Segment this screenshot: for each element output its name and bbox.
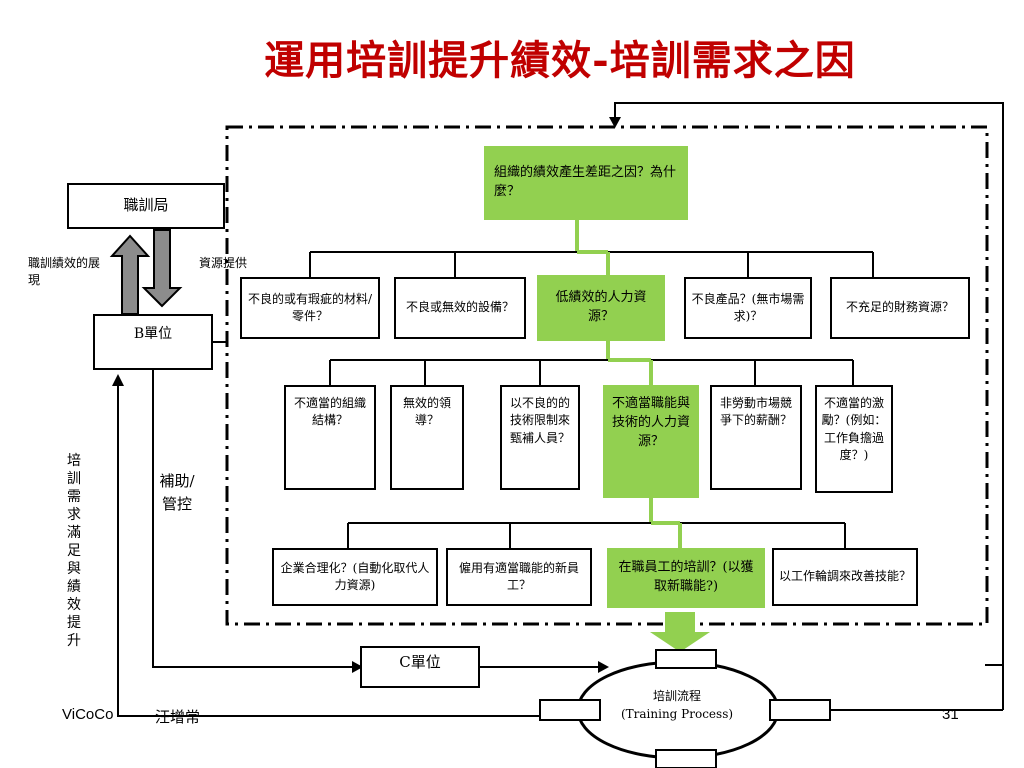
green-arrow-body	[665, 612, 695, 634]
level2-box-leadership: 無效的領導？	[390, 385, 464, 490]
footer-page: 31	[942, 706, 959, 723]
label-assist: 補助/管控	[159, 472, 195, 513]
level3-box-automation: 企業合理化？(自動化取代人力資源)	[272, 548, 438, 606]
level2-box-motivation: 不適當的激勵？(例如：工作負擔過度？)	[815, 385, 893, 493]
process-right-port	[769, 699, 831, 721]
label-resource: 資源提供	[199, 256, 248, 270]
down-gray-arrow	[141, 229, 183, 308]
dashed-frame	[225, 125, 989, 626]
up-gray-arrow	[109, 234, 151, 315]
level2-box-recruiting: 以不良的的技術限制來甄補人員？	[500, 385, 580, 490]
level3-box-training: 在職員工的培訓？(以獲取新職能?)	[607, 548, 765, 608]
level1-box-low-performance: 低績效的人力資源？	[537, 275, 665, 341]
level1-box-bad-product: 不良產品？(無市場需求)？	[684, 277, 812, 339]
green-arrow-head	[650, 632, 710, 652]
feedback-line	[614, 102, 1004, 666]
process-to-b-line	[117, 378, 540, 717]
root-question-box: 組織的績效產生差距之因？為什麼？	[484, 146, 688, 220]
page-title: 運用培訓提升績效-培訓需求之因	[264, 37, 856, 84]
feedback-arrowhead	[609, 117, 621, 128]
level2-box-competency: 不適當職能與技術的人力資源？	[603, 385, 699, 498]
label-performance: 職訓績效的展現	[28, 256, 101, 287]
label-vertical: 培訓需求滿足與績效提升	[67, 453, 81, 649]
unit-c-box: C單位	[360, 646, 480, 688]
footer-author: 汪增常	[155, 708, 201, 726]
process-label: 培訓流程	[652, 689, 701, 703]
bureau-box: 職訓局	[67, 183, 225, 229]
b-to-c-line	[152, 370, 360, 668]
level1-box-finance: 不充足的財務資源？	[830, 277, 970, 339]
process-input-port	[655, 649, 717, 669]
footer-left: ViCoCo	[62, 706, 114, 723]
level1-box-equipment: 不良或無效的設備？	[394, 277, 526, 339]
level1-box-materials: 不良的或有瑕疵的材料/零件？	[240, 277, 380, 339]
level3-box-rotation: 以工作輪調來改善技能？	[772, 548, 918, 606]
process-label-en: (Training Process)	[620, 707, 734, 721]
process-bottom-port	[655, 749, 717, 768]
process-left-port	[539, 699, 601, 721]
level2-box-compensation: 非勞動市場競爭下的薪酬？	[710, 385, 802, 490]
unit-b-box: B單位	[93, 314, 213, 370]
level2-box-structure: 不適當的組織結構？	[284, 385, 376, 490]
level3-box-hire: 僱用有適當職能的新員工？	[446, 548, 592, 606]
